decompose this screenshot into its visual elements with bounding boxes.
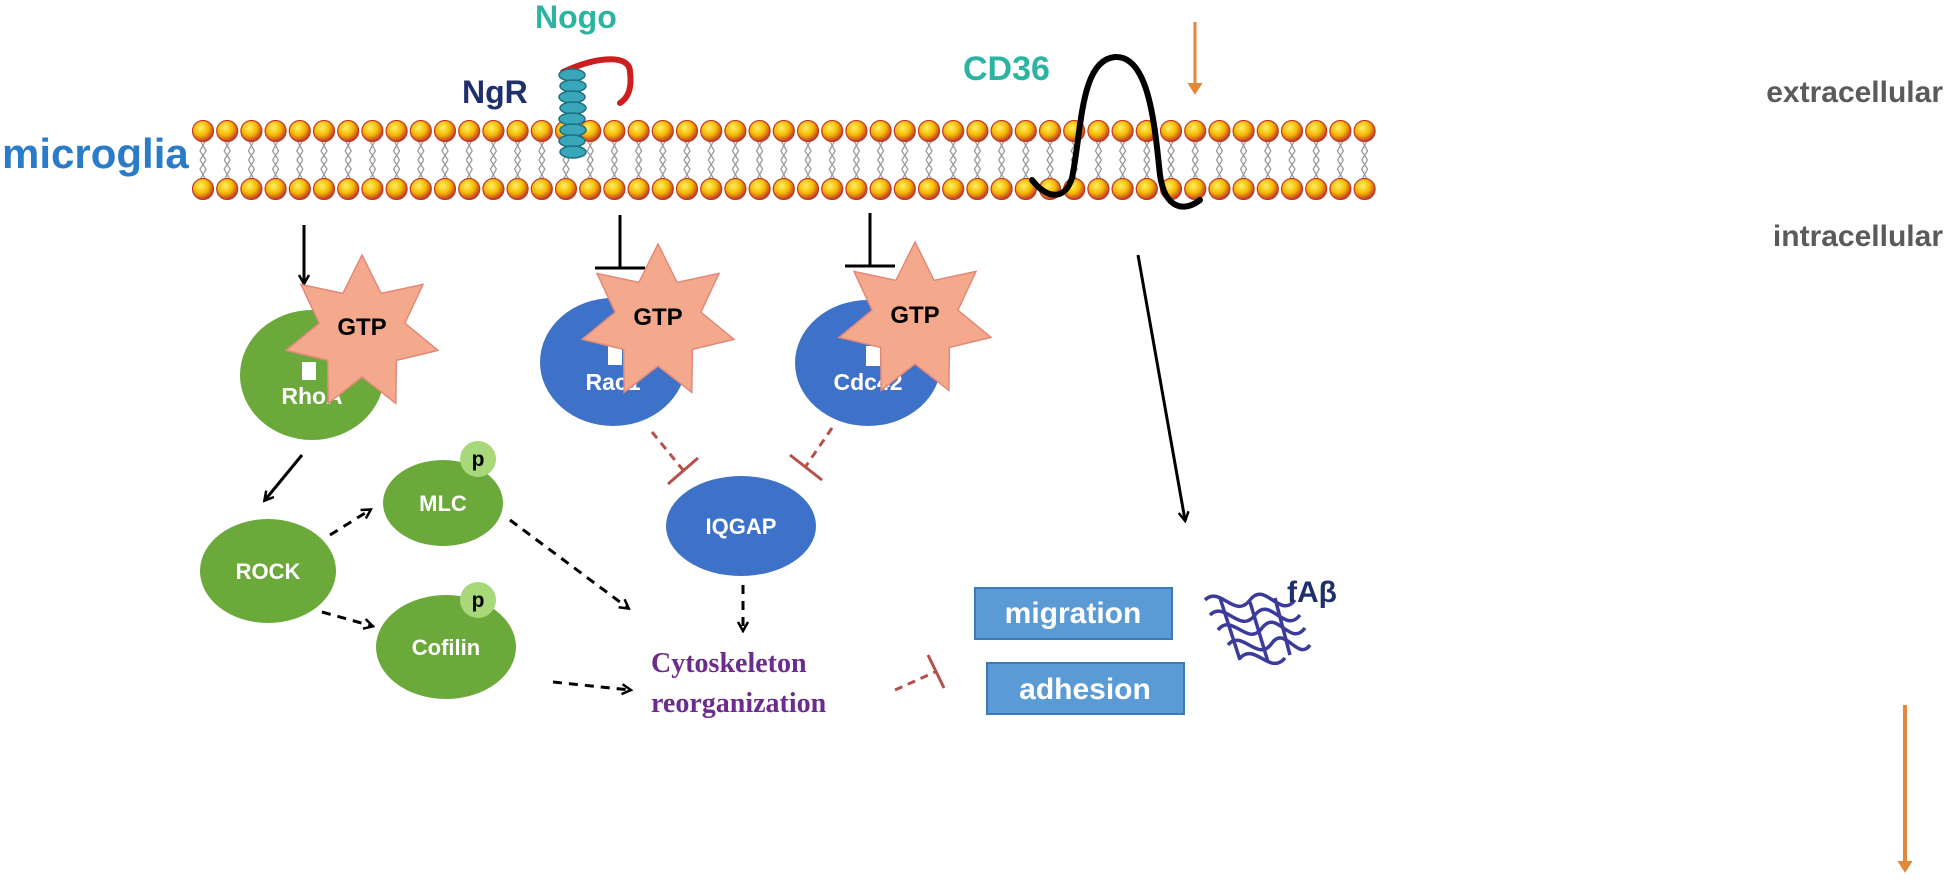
- fibrillar-amyloid-beta-icon: [1203, 592, 1312, 666]
- cofilin-label: Cofilin: [412, 635, 480, 660]
- cell-membrane: [191, 119, 1376, 201]
- lipid-heads-inner: [191, 177, 1376, 201]
- gtp-label-cdc42: GTP: [890, 302, 939, 329]
- gtp-star-cdc42: GTP: [837, 240, 993, 392]
- p-label-mlc: p: [472, 448, 485, 471]
- migration-label: migration: [1005, 597, 1142, 630]
- cd36-label: CD36: [963, 50, 1050, 88]
- rhoa-to-rock-arrow: [265, 454, 304, 500]
- phospho-badge-cofilin: [460, 582, 496, 618]
- lipid-heads-outer: [191, 119, 1376, 143]
- gtp-label-rac1: GTP: [633, 304, 682, 331]
- iqgap-node: IQGAP: [666, 476, 816, 576]
- phospho-badge-mlc: [460, 441, 496, 477]
- p-label-cofilin: p: [472, 589, 485, 612]
- adhesion-box: adhesion: [986, 662, 1185, 715]
- cofilin-node: Cofilin p: [376, 582, 516, 699]
- rac1-iqgap-inhibit-arrow: [650, 431, 699, 486]
- cytoskeleton-label-line2: reorganization: [651, 688, 827, 719]
- nogo-ligand-icon: [560, 56, 634, 106]
- cd36-to-fab-arrow: [1136, 254, 1185, 520]
- membrane-rac1-inhibit-arrow: [595, 215, 645, 270]
- migration-cytoskeleton-inhibit-arrow: [894, 654, 946, 692]
- adhesion-label: adhesion: [1019, 673, 1151, 706]
- mlc-label: MLC: [419, 491, 467, 516]
- cdc42-iqgap-inhibit-arrow: [789, 427, 834, 482]
- gtp-star-rhoa: GTP: [284, 253, 440, 405]
- microglia-label: microglia: [2, 130, 189, 177]
- rock-node: ROCK: [200, 519, 336, 623]
- extracellular-label: extracellular: [1766, 76, 1943, 109]
- intracellular-label: intracellular: [1773, 220, 1943, 253]
- rock-to-mlc-arrow: [329, 510, 370, 537]
- ngr-receptor-icon: [558, 68, 587, 159]
- cofilin-to-cytoskeleton-arrow: [552, 680, 630, 690]
- membrane-cdc42-inhibit-arrow: [845, 213, 895, 268]
- cytoskeleton-label-line1: Cytoskeleton: [651, 648, 807, 679]
- gtp-label-rhoa: GTP: [337, 314, 386, 341]
- fab-label: fAβ: [1287, 576, 1337, 609]
- rock-to-cofilin-arrow: [321, 610, 372, 626]
- nogo-label: Nogo: [535, 0, 617, 35]
- iqgap-label: IQGAP: [706, 514, 777, 539]
- gtp-star-rac1: GTP: [580, 242, 736, 394]
- cd36-receptor-icon: [1029, 53, 1203, 210]
- ngr-label: NgR: [462, 74, 528, 110]
- mlc-node: MLC p: [383, 441, 503, 546]
- rock-label: ROCK: [236, 559, 301, 584]
- lipid-tails: [199, 139, 1369, 181]
- migration-box: migration: [974, 587, 1173, 640]
- mlc-to-cytoskeleton-arrow: [509, 518, 628, 608]
